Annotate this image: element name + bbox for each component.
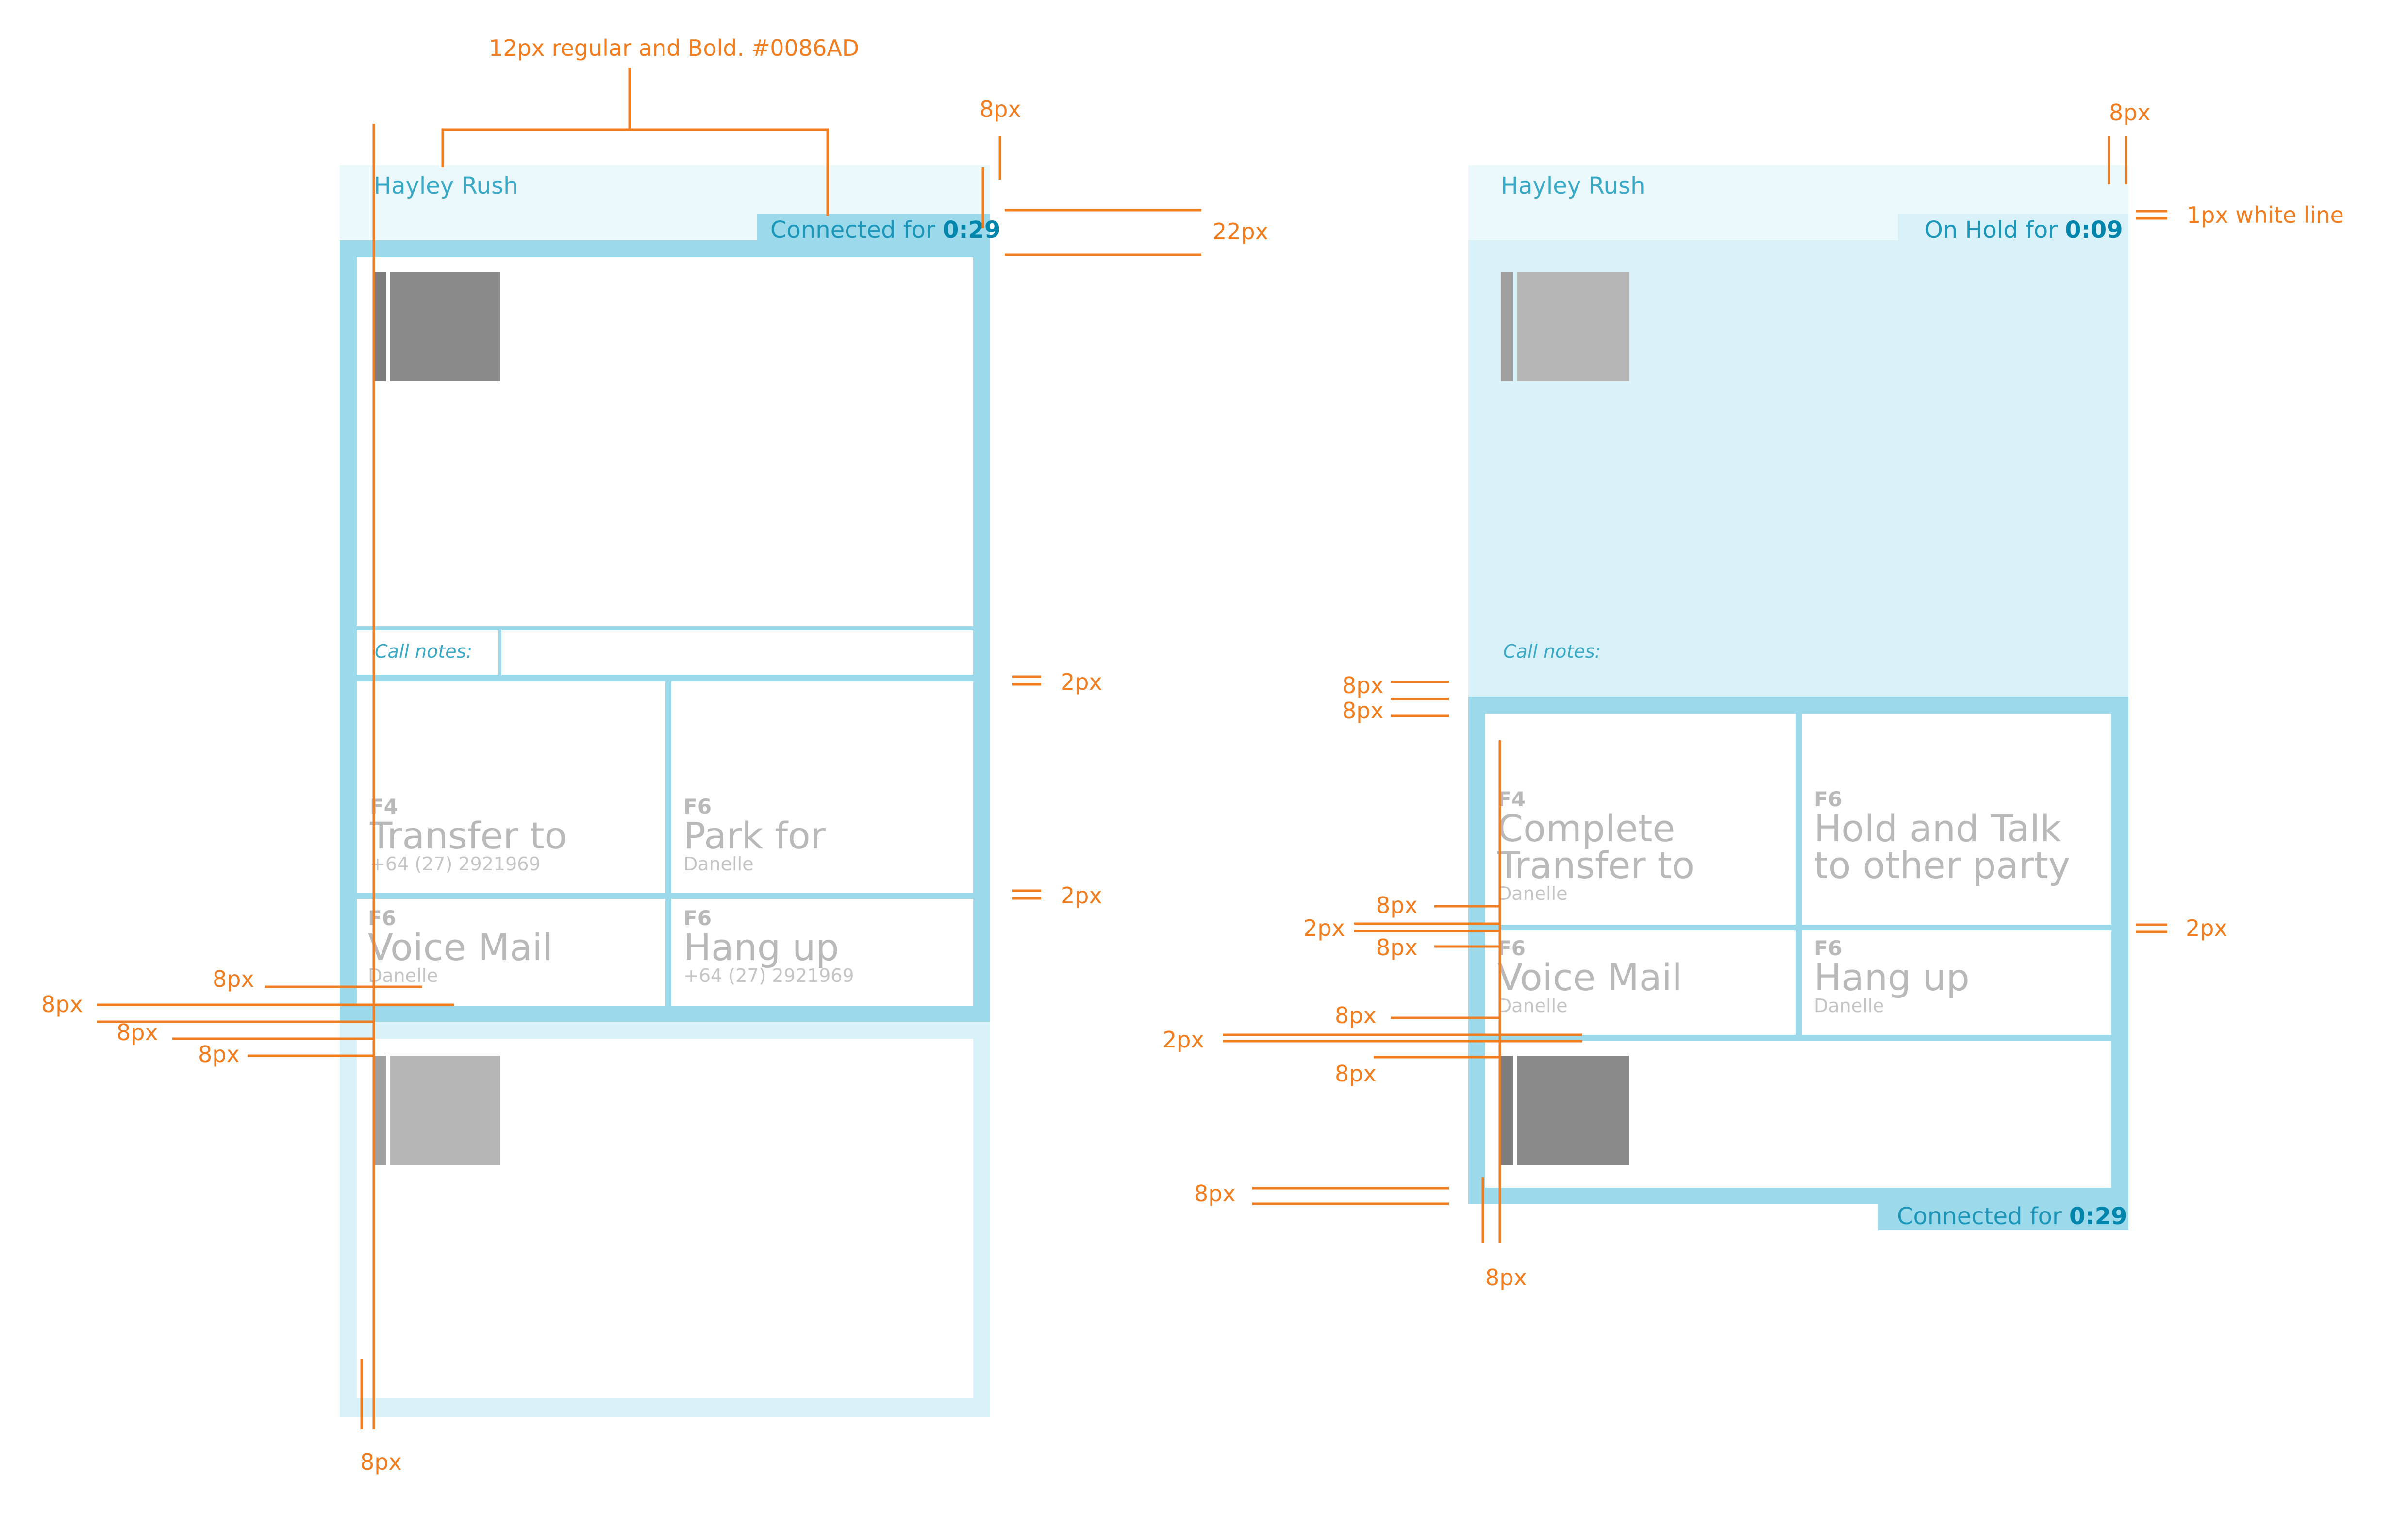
left-hangup-text: F6 Hang up +64 (27) 2921969 <box>683 906 854 986</box>
right-action-complete-transfer[interactable] <box>1485 714 1796 925</box>
annotation-8px-r2: 8px <box>1342 698 1384 724</box>
annotation-8px-l4: 8px <box>198 1041 240 1067</box>
annotation-8px-r3: 8px <box>1376 892 1418 918</box>
left-call-notes-row <box>357 630 973 675</box>
left-notes-divider <box>498 630 501 675</box>
left-connected-status: Connected for 0:29 <box>770 216 1001 244</box>
left-action-hangup[interactable] <box>671 899 973 1006</box>
annotation-2px-left-a: 2px <box>1061 669 1102 695</box>
left-call-notes-label: Call notes: <box>375 641 473 662</box>
left-transfer-text: F4 Transfer to +64 (27) 2921969 <box>370 795 567 875</box>
annotation-2px-r1: 2px <box>1303 915 1345 941</box>
annotation-8px-top-right: 8px <box>2109 100 2151 126</box>
annotation-8px-r5: 8px <box>1335 1002 1377 1029</box>
annotation-8px-r1: 8px <box>1342 672 1384 698</box>
right-connected-contact-avatar <box>1501 1056 1629 1165</box>
annotation-8px-l2: 8px <box>41 991 83 1017</box>
right-action-hold-talk[interactable] <box>1802 714 2111 925</box>
right-voicemail-text: F6 Voice Mail Danelle <box>1497 936 1682 1016</box>
annotation-8px-l3: 8px <box>116 1019 158 1046</box>
right-hold-badge <box>1898 214 2128 243</box>
right-held-contact-avatar <box>1501 272 1629 381</box>
annotation-8px-r4: 8px <box>1376 934 1418 961</box>
left-status-badge <box>757 214 990 243</box>
left-second-contact-avatar <box>374 1056 500 1165</box>
annotation-8px-l1: 8px <box>213 966 254 992</box>
right-hold-talk-text: F6 Hold and Talk to other party <box>1814 787 2070 887</box>
right-caller-name: Hayley Rush <box>1501 172 1645 199</box>
left-park-text: F6 Park for Danelle <box>683 795 826 875</box>
annotation-white-line: 1px white line <box>2187 202 2344 228</box>
right-hangup-text: F6 Hang up Danelle <box>1814 936 1970 1016</box>
annotation-8px-bottom-right: 8px <box>1485 1264 1527 1291</box>
left-caller-name: Hayley Rush <box>374 172 518 199</box>
annotation-22px: 22px <box>1212 218 1268 245</box>
annotation-2px-r2: 2px <box>1162 1027 1204 1053</box>
right-bottom-connected-status: Connected for 0:29 <box>1897 1203 2127 1230</box>
right-hold-status: On Hold for 0:09 <box>1925 216 2123 244</box>
annotation-2px-left-b: 2px <box>1061 882 1102 909</box>
right-action-hangup[interactable] <box>1802 930 2111 1035</box>
left-contact-avatar <box>374 272 500 381</box>
right-action-voicemail[interactable] <box>1485 930 1796 1035</box>
annotation-8px-r6: 8px <box>1335 1061 1377 1087</box>
right-call-notes-label: Call notes: <box>1503 641 1601 662</box>
annotation-2px-right: 2px <box>2186 915 2227 941</box>
annotation-font-spec: 12px regular and Bold. #0086AD <box>489 35 860 61</box>
left-voicemail-text: F6 Voice Mail Danelle <box>368 906 553 986</box>
left-action-park[interactable] <box>671 681 973 893</box>
left-action-transfer[interactable] <box>357 681 665 893</box>
right-complete-transfer-text: F4 Complete Transfer to Danelle <box>1497 787 1695 904</box>
right-bottom-status-badge <box>1878 1199 2128 1230</box>
annotation-8px-bottom-left: 8px <box>360 1449 402 1475</box>
annotation-8px-top-left: 8px <box>980 96 1021 122</box>
annotation-8px-r7: 8px <box>1194 1180 1236 1207</box>
